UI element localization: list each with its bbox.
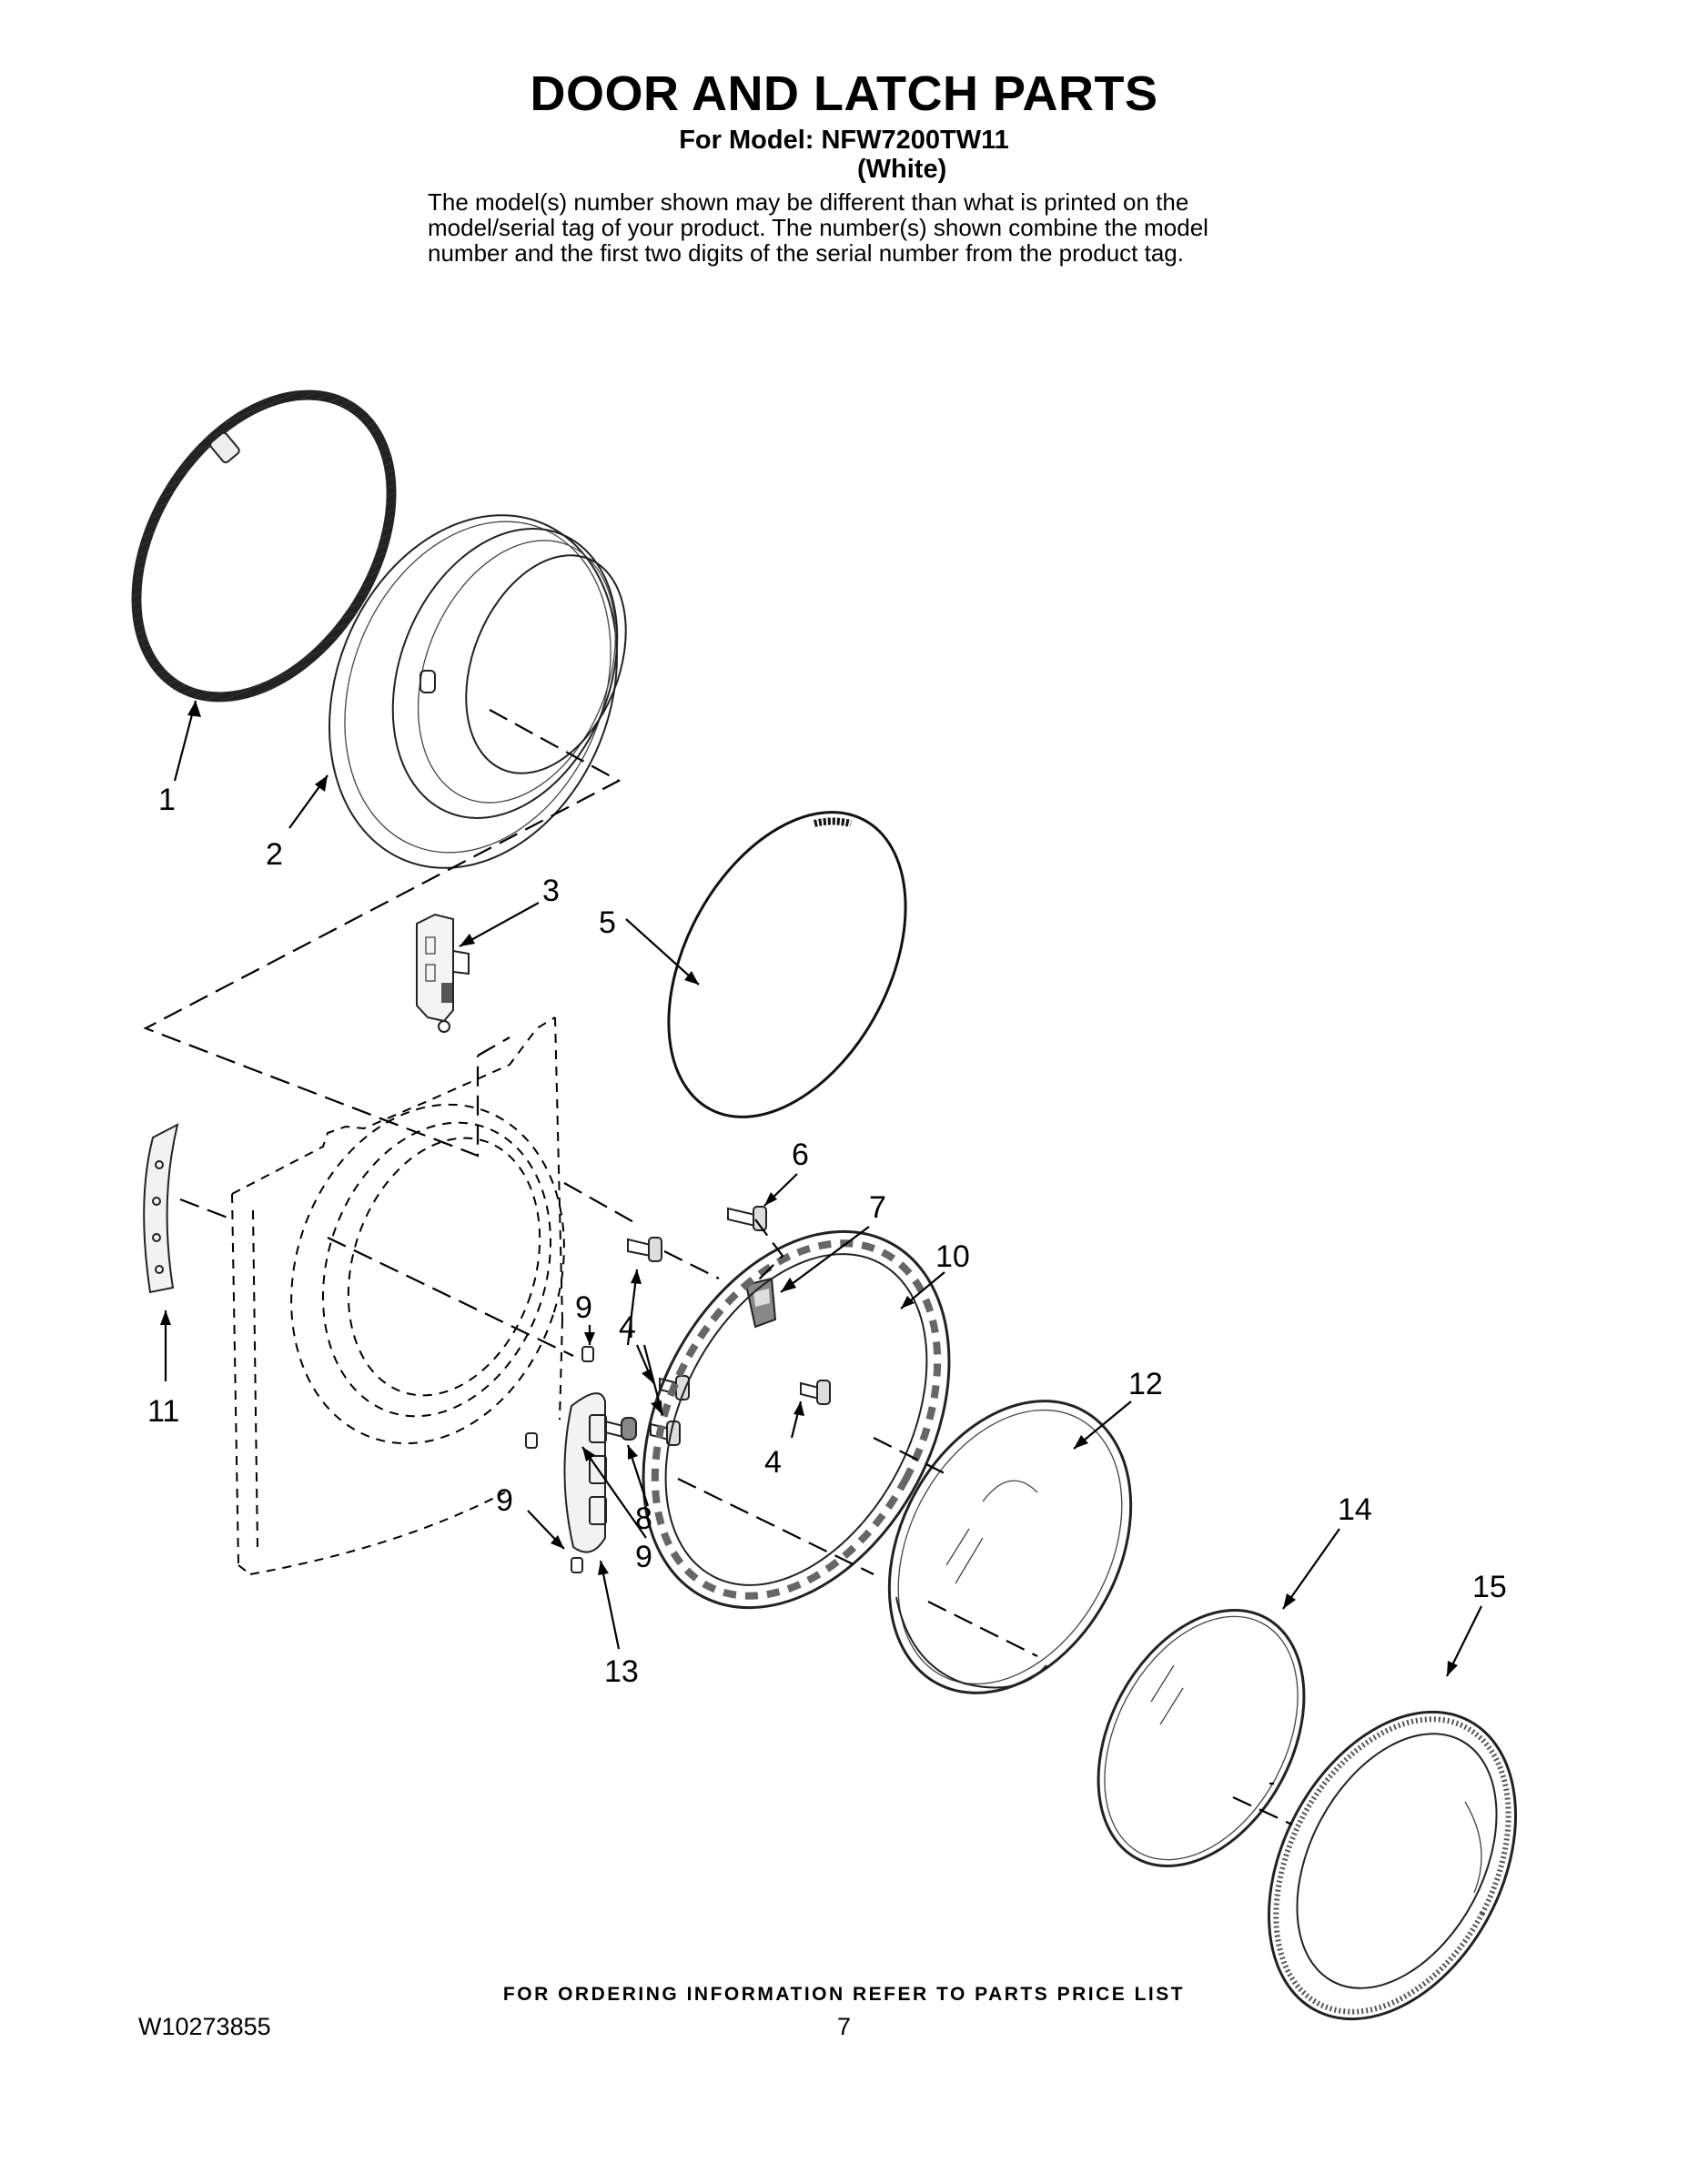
screw-part-6 — [727, 1206, 767, 1231]
front-panel-outline — [231, 1016, 565, 1575]
screw-part-4 — [627, 1237, 662, 1262]
callout-10: 10 — [935, 1239, 970, 1274]
callout-6: 6 — [792, 1138, 809, 1172]
callout-13: 13 — [604, 1654, 639, 1689]
callout-4: 4 — [764, 1445, 782, 1480]
screw-part-8 — [604, 1417, 637, 1441]
callout-leaders — [160, 700, 1482, 1677]
document-number: W10273855 — [138, 2013, 271, 2040]
callout-3: 3 — [542, 874, 560, 908]
door-latch-part-3 — [416, 913, 470, 1033]
page-number: 7 — [836, 2013, 852, 2040]
callout-8: 8 — [635, 1502, 652, 1536]
callout-12: 12 — [1128, 1367, 1163, 1401]
door-glass-part-12 — [887, 1400, 1133, 1694]
callout-9: 9 — [635, 1540, 652, 1574]
inner-door-panel-part-10 — [642, 1229, 951, 1610]
door-strike-part-7 — [744, 1277, 777, 1329]
callout-7: 7 — [869, 1190, 886, 1225]
disclaimer-line: The model(s) number shown may be differe… — [428, 188, 1189, 216]
clamp-ring-part-1 — [131, 389, 397, 703]
bellow-part-2 — [329, 514, 627, 869]
callout-15: 15 — [1472, 1570, 1507, 1604]
callout-2: 2 — [266, 837, 283, 872]
model-color: (White) — [857, 155, 947, 184]
callout-labels: 1 2 3 5 6 7 10 12 14 15 11 9 4 4 8 9 9 1… — [147, 783, 1507, 1689]
callout-1: 1 — [158, 783, 176, 817]
disclaimer-line: number and the first two digits of the s… — [428, 239, 1184, 267]
hinge-strap-part-11 — [143, 1123, 179, 1294]
assembly-lines — [143, 709, 1293, 1825]
disclaimer-line: model/serial tag of your product. The nu… — [428, 214, 1208, 241]
callout-11: 11 — [147, 1394, 179, 1429]
outer-door-part-15 — [1267, 1710, 1518, 2021]
ordering-note: FOR ORDERING INFORMATION REFER TO PARTS … — [502, 1984, 1186, 2005]
callout-4: 4 — [619, 1310, 636, 1345]
pin-part-9 — [581, 1346, 594, 1362]
pin-part-9 — [525, 1432, 538, 1449]
outer-glass-part-14 — [1097, 1608, 1306, 1868]
callout-9: 9 — [575, 1290, 592, 1325]
seal-wire-part-5 — [667, 811, 907, 1118]
callout-9: 9 — [496, 1483, 513, 1518]
page-title: DOOR AND LATCH PARTS — [530, 66, 1158, 121]
model-disclaimer: The model(s) number shown may be differe… — [428, 189, 1338, 266]
screw-part-4 — [800, 1380, 831, 1405]
callout-5: 5 — [599, 905, 616, 940]
callout-14: 14 — [1338, 1492, 1372, 1527]
model-number: For Model: NFW7200TW11 — [679, 126, 1009, 155]
pin-part-9 — [571, 1557, 583, 1573]
screw-part-4 — [650, 1421, 681, 1446]
